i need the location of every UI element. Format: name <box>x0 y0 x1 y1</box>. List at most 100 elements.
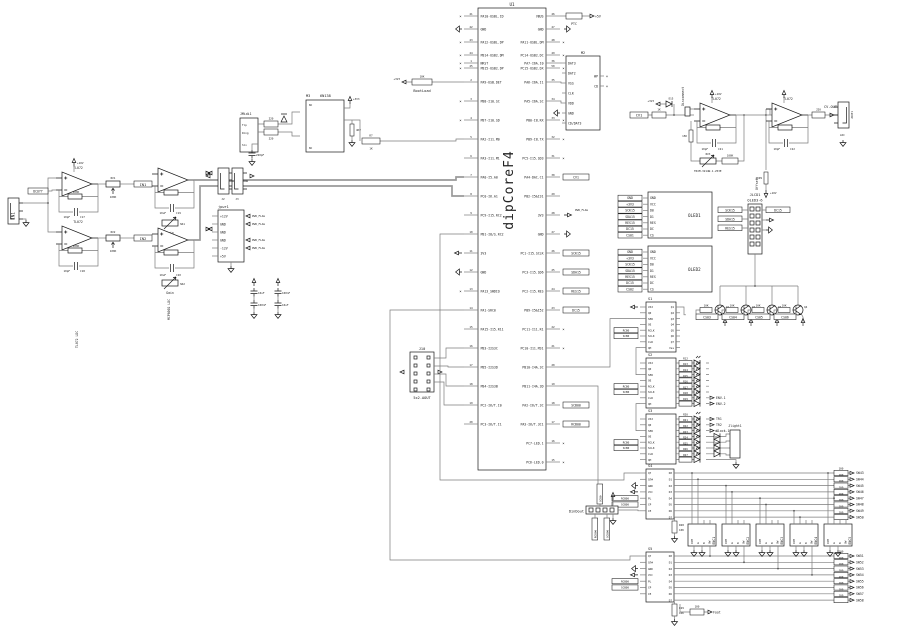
net-label: RCB00 <box>594 530 598 538</box>
diode-ref: D1 <box>715 429 719 433</box>
sr-pin: RCLK RCB0 <box>613 327 655 334</box>
pin-label: D5 <box>669 503 673 507</box>
nc-mark: × <box>459 100 461 104</box>
resistor-ref: R24 <box>683 436 688 440</box>
resistor-ref: R17 <box>683 385 688 389</box>
ic-pin: 43 PA12-USBL.DP × <box>459 38 503 45</box>
net-label: +3V3 <box>626 202 634 206</box>
diode <box>280 113 288 123</box>
pwr-flag-label: PWR_FLAG <box>252 238 265 242</box>
pin-number: 26 <box>551 249 555 253</box>
nc-mark: × <box>459 41 461 45</box>
j10-ref: J10 <box>419 347 426 351</box>
reg-pin: PL RCB00 <box>611 578 652 585</box>
pin-number: 8 <box>470 192 472 196</box>
pin-number: 19 <box>469 401 473 405</box>
routing-wires <box>389 233 640 561</box>
net-label: RCB0 <box>623 384 630 388</box>
diode-ref: D2 <box>715 435 719 439</box>
switch-net: SW46 <box>856 490 864 494</box>
pin-label: RCLK <box>648 440 655 444</box>
pin-number: 34 <box>551 97 555 101</box>
pin-number: 1 <box>470 59 472 63</box>
resistor-value: 220 <box>269 117 274 121</box>
input-jack-label: IN1 <box>11 212 16 220</box>
led-row: R26 <box>676 446 709 458</box>
pin-label: Q1 <box>671 305 675 309</box>
pin-label: CP <box>648 503 652 507</box>
resistor-ref: R25 <box>683 441 688 445</box>
sr-pin: QH <box>640 346 652 350</box>
enc-pin-label: B <box>702 542 706 544</box>
pin-label: PB7-I10.SD <box>481 118 500 122</box>
resistor-ref: R18 <box>683 391 688 395</box>
jlight-connector: D1 D2 D3 D4 Jlight1 <box>709 424 742 469</box>
resistor-ref: R16 <box>683 380 688 384</box>
encoder-name: ENC2 <box>746 537 750 545</box>
pin-label: Vdd <box>648 361 653 365</box>
sr-pin: OE <box>640 435 652 439</box>
pin-label: PC15-USB2.DX <box>520 66 543 70</box>
resistor-ref: R7 <box>369 134 373 138</box>
pin-number: 27 <box>551 230 555 234</box>
cap-ref: C18 <box>80 269 85 273</box>
jlcd-ref: JLCD1 <box>750 193 761 197</box>
pot-ref: RV1 <box>111 176 116 180</box>
pin-label: PB1-I8/S.RC2 <box>481 232 504 236</box>
oled-pin: VCC +3V3 <box>617 201 656 208</box>
ic-pin: 19 PB11-I4A.3D <box>522 382 560 388</box>
pin-label: PC11-I11.R1 <box>522 327 543 331</box>
switch-row: D2 100 SW45 <box>669 479 864 489</box>
net-label: CV1 <box>573 175 579 179</box>
pin-number: 10 <box>469 230 473 234</box>
pin-label: GND <box>538 27 544 31</box>
led-row: R25 <box>676 440 709 452</box>
net-label: TR1 <box>716 417 722 421</box>
ic-right-main-pins: 36 PA7-I6A.I0 35 PA6-I6A.I1 34 PA5-I6A.S… <box>520 59 590 465</box>
net-label: TR2 <box>716 423 722 427</box>
pin-label: SCLK <box>648 334 655 338</box>
pin-label: CLK <box>568 91 574 95</box>
pin-label: PA11-USBL.DM <box>520 40 543 44</box>
pin-label: RCLK <box>648 328 655 332</box>
led-row: R17 <box>676 384 709 396</box>
resistor-ref: R15 <box>683 374 688 378</box>
sr-pin: Q2 <box>671 311 680 315</box>
sd-ref: M2 <box>581 51 585 55</box>
net-label: SCB0 <box>623 390 630 394</box>
pin-label: PC7-LED.1 <box>526 441 543 445</box>
nc-mark: × <box>459 54 461 58</box>
net-label: IN1 <box>140 183 147 187</box>
sr-pin: Vss <box>669 346 680 350</box>
ic-pin: 42 GND <box>464 25 486 31</box>
opamp-part: TL072 <box>73 166 83 170</box>
switch-row: D3 100 SW46 <box>669 486 864 495</box>
net-label: GND <box>627 250 633 254</box>
pin-label: D4 <box>669 496 673 500</box>
panel-jack <box>217 167 234 195</box>
cs-driver: 10K Q4 CS06 <box>773 286 808 327</box>
power-label: +10V <box>77 161 84 165</box>
resistor-value: 10K <box>730 303 735 307</box>
net-label: SCK15 <box>625 263 635 267</box>
reg-pin: Q7 <box>640 471 652 475</box>
transistor-ref: Q4 <box>804 305 808 309</box>
pin-label: D2 <box>669 484 673 488</box>
encoder: COM A B SW ENC3 <box>755 520 785 557</box>
oled-pin: D0 SCK15 <box>617 207 654 214</box>
j10-name: 5x2-AOUT <box>413 396 431 400</box>
pull-value: 10K <box>679 528 684 532</box>
pin-label: Q5 <box>671 328 675 332</box>
pin-number: 4 <box>470 116 472 120</box>
pin-label: D3 <box>669 490 673 494</box>
reg-ref: S4 <box>648 464 652 468</box>
resistor-value: 100 <box>839 575 844 579</box>
power-pin: GND PWR_FLAG <box>212 221 265 227</box>
opto-ref: M3 <box>306 94 310 98</box>
pin-number: 43 <box>469 38 473 42</box>
cap-value: 10uF <box>160 273 167 277</box>
net-label: SCK15 <box>725 208 735 212</box>
pin-label: PL <box>648 579 652 583</box>
nc-mark: × <box>459 62 461 66</box>
dindout-header: DinDout SCB0 RCB00 SCB00 <box>569 483 640 541</box>
